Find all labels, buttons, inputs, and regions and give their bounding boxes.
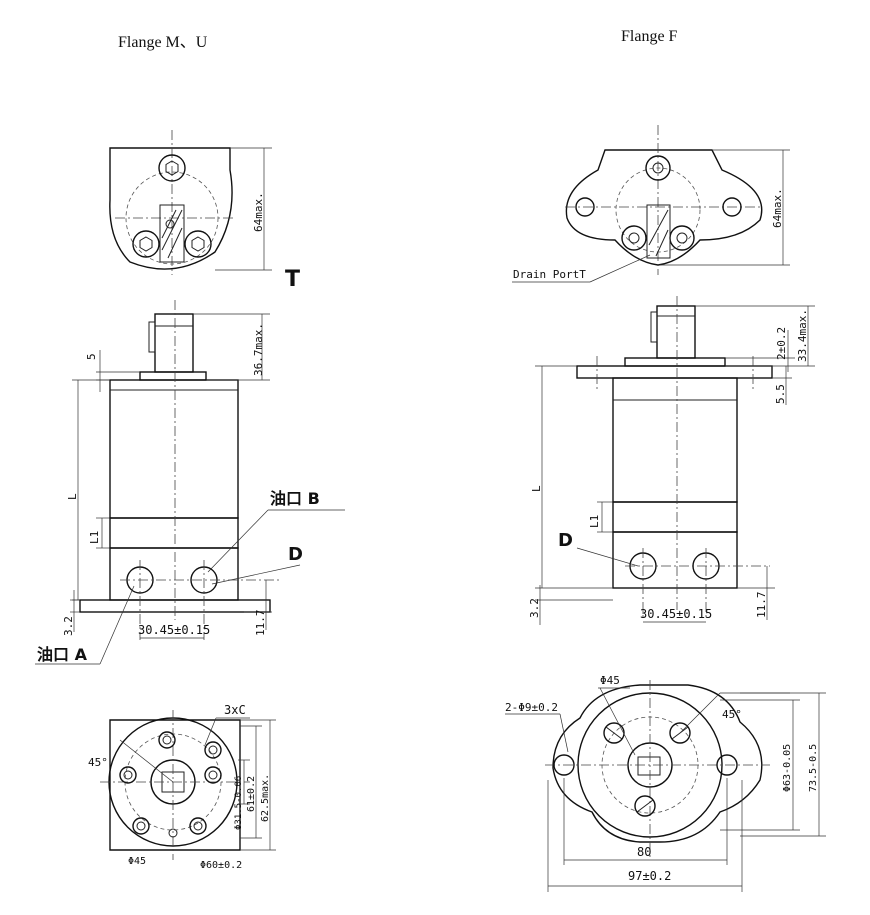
right-span-label: 80 xyxy=(637,845,651,859)
left-phi60-label: Φ60±0.2 xyxy=(200,860,242,871)
left-phi45-label: Φ45 xyxy=(128,856,146,867)
right-phi45-label: Φ45 xyxy=(600,674,620,687)
right-front-view: 45° Φ45 2-Φ9±0.2 Φ63-0.05 73.5-0.5 80 97… xyxy=(505,674,826,892)
bolt-label: 3xC xyxy=(224,703,246,717)
holes-label: 2-Φ9±0.2 xyxy=(505,701,558,714)
title-flange-mu: Flange M、U xyxy=(118,34,208,51)
right-port-d-label: D xyxy=(558,530,573,551)
left-l1-label: L1 xyxy=(88,531,101,544)
left-top-view: 64max. T xyxy=(109,130,300,292)
left-pilot-label: Φ31.5-0.06 xyxy=(234,776,244,830)
right-port-spacing: 30.45±0.15 xyxy=(640,607,712,621)
right-flange-dim: 5.5 xyxy=(774,384,787,404)
left-shaft-dim: 36.7max. xyxy=(252,323,265,376)
right-total-label: 97±0.2 xyxy=(628,869,671,883)
left-side-view: 36.7max. 5 L L1 3.2 11.7 30.45±0.15 xyxy=(35,300,345,665)
left-length-label: L xyxy=(66,493,79,500)
right-angle-label: 45° xyxy=(722,708,742,721)
left-port-height: 11.7 xyxy=(254,610,267,637)
left-base-dim: 3.2 xyxy=(62,616,75,636)
right-l1-label: L1 xyxy=(588,515,601,528)
port-b-label: 油口 B xyxy=(270,489,320,508)
left-port-d-label: D xyxy=(288,544,303,565)
right-top-height-label: 64max. xyxy=(771,188,784,228)
left-angle-label: 45° xyxy=(88,756,108,769)
right-side-view: 33.4max. 2±0.2 5.5 L L1 3.2 11.7 30.45±0… xyxy=(528,296,815,625)
left-top-height-label: 64max. xyxy=(252,192,265,232)
drain-t-label: T xyxy=(285,267,300,292)
right-top-view: 64max. Drain PortT xyxy=(512,125,790,283)
right-length-label: L xyxy=(530,485,543,492)
left-outer-label: 62.5max. xyxy=(260,774,271,822)
left-port-spacing: 30.45±0.15 xyxy=(138,623,210,637)
port-a-label: 油口 A xyxy=(37,645,88,664)
right-shaft-dim: 33.4max. xyxy=(796,309,809,362)
right-pilot-label: Φ63-0.05 xyxy=(782,744,793,792)
left-pcd-label: 61±0.2 xyxy=(246,776,257,812)
right-port-height: 11.7 xyxy=(755,592,768,619)
right-flange-width: 73.5-0.5 xyxy=(808,744,819,792)
left-front-view: 3xC 45° Φ31.5-0.06 61±0.2 62.5max. Φ45 Φ… xyxy=(88,703,276,871)
title-flange-f: Flange F xyxy=(621,28,678,45)
right-base-dim: 3.2 xyxy=(528,598,541,618)
left-flange-dim: 5 xyxy=(85,353,98,360)
right-pilot-height: 2±0.2 xyxy=(775,327,788,360)
drain-port-label: Drain PortT xyxy=(513,268,586,281)
